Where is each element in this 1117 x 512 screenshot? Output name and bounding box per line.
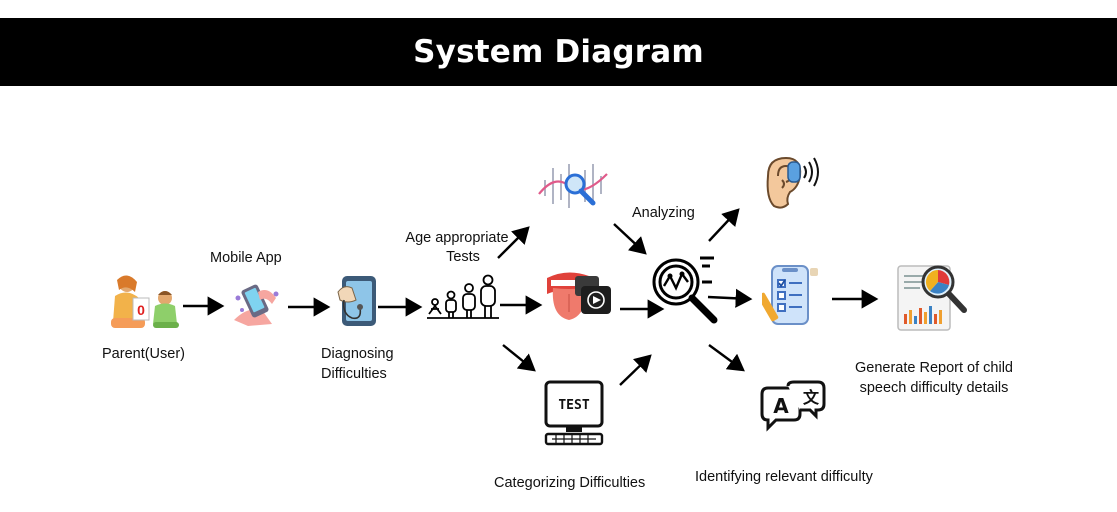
arrow-tests-to-testscreen xyxy=(502,344,536,372)
translate-icon: A 文 xyxy=(760,380,826,432)
label-age-tests-line2: Tests xyxy=(446,249,480,265)
parent-child-icon: 0 xyxy=(111,275,179,328)
arrow-analyzing-to-checklist xyxy=(707,288,753,308)
arrow-analyzing-to-ear xyxy=(708,208,740,242)
label-parent-user: Parent(User) xyxy=(102,346,185,362)
report-icon xyxy=(897,265,967,331)
diagnosing-icon xyxy=(337,276,376,326)
diagram-title: System Diagram xyxy=(413,34,704,70)
checklist-icon xyxy=(762,265,818,325)
arrow-testscreen-to-analyzing xyxy=(619,354,652,386)
label-diagnosing-line1: Diagnosing xyxy=(321,346,394,362)
mobile-app-icon xyxy=(234,284,279,326)
test-screen-icon: TEST xyxy=(544,380,604,446)
analyzing-icon xyxy=(652,256,718,324)
age-tests-icon xyxy=(427,274,499,319)
label-report-line1: Generate Report of child xyxy=(855,360,1013,376)
label-report-line2: speech difficulty details xyxy=(859,380,1009,396)
ear-hearing-icon xyxy=(766,156,819,209)
test-screen-text: TEST xyxy=(558,398,589,413)
label-mobile-app: Mobile App xyxy=(210,250,282,266)
arrow-tests-to-voice xyxy=(497,226,530,259)
voice-analysis-icon xyxy=(538,164,608,208)
translate-letter-a: A xyxy=(773,394,789,418)
label-identifying: Identifying relevant difficulty xyxy=(695,469,873,485)
label-analyzing: Analyzing xyxy=(632,205,695,221)
title-bar: System Diagram xyxy=(0,18,1117,86)
label-diagnosing-line2: Difficulties xyxy=(321,366,387,382)
arrow-analyzing-to-translate xyxy=(708,344,745,372)
label-age-tests-line1: Age appropriate xyxy=(405,230,509,246)
svg-text:0: 0 xyxy=(137,302,145,318)
arrow-voice-to-analyzing xyxy=(613,223,647,255)
label-categorizing: Categorizing Difficulties xyxy=(494,475,646,491)
tongue-video-icon xyxy=(547,272,611,320)
translate-letter-b: 文 xyxy=(803,388,820,407)
